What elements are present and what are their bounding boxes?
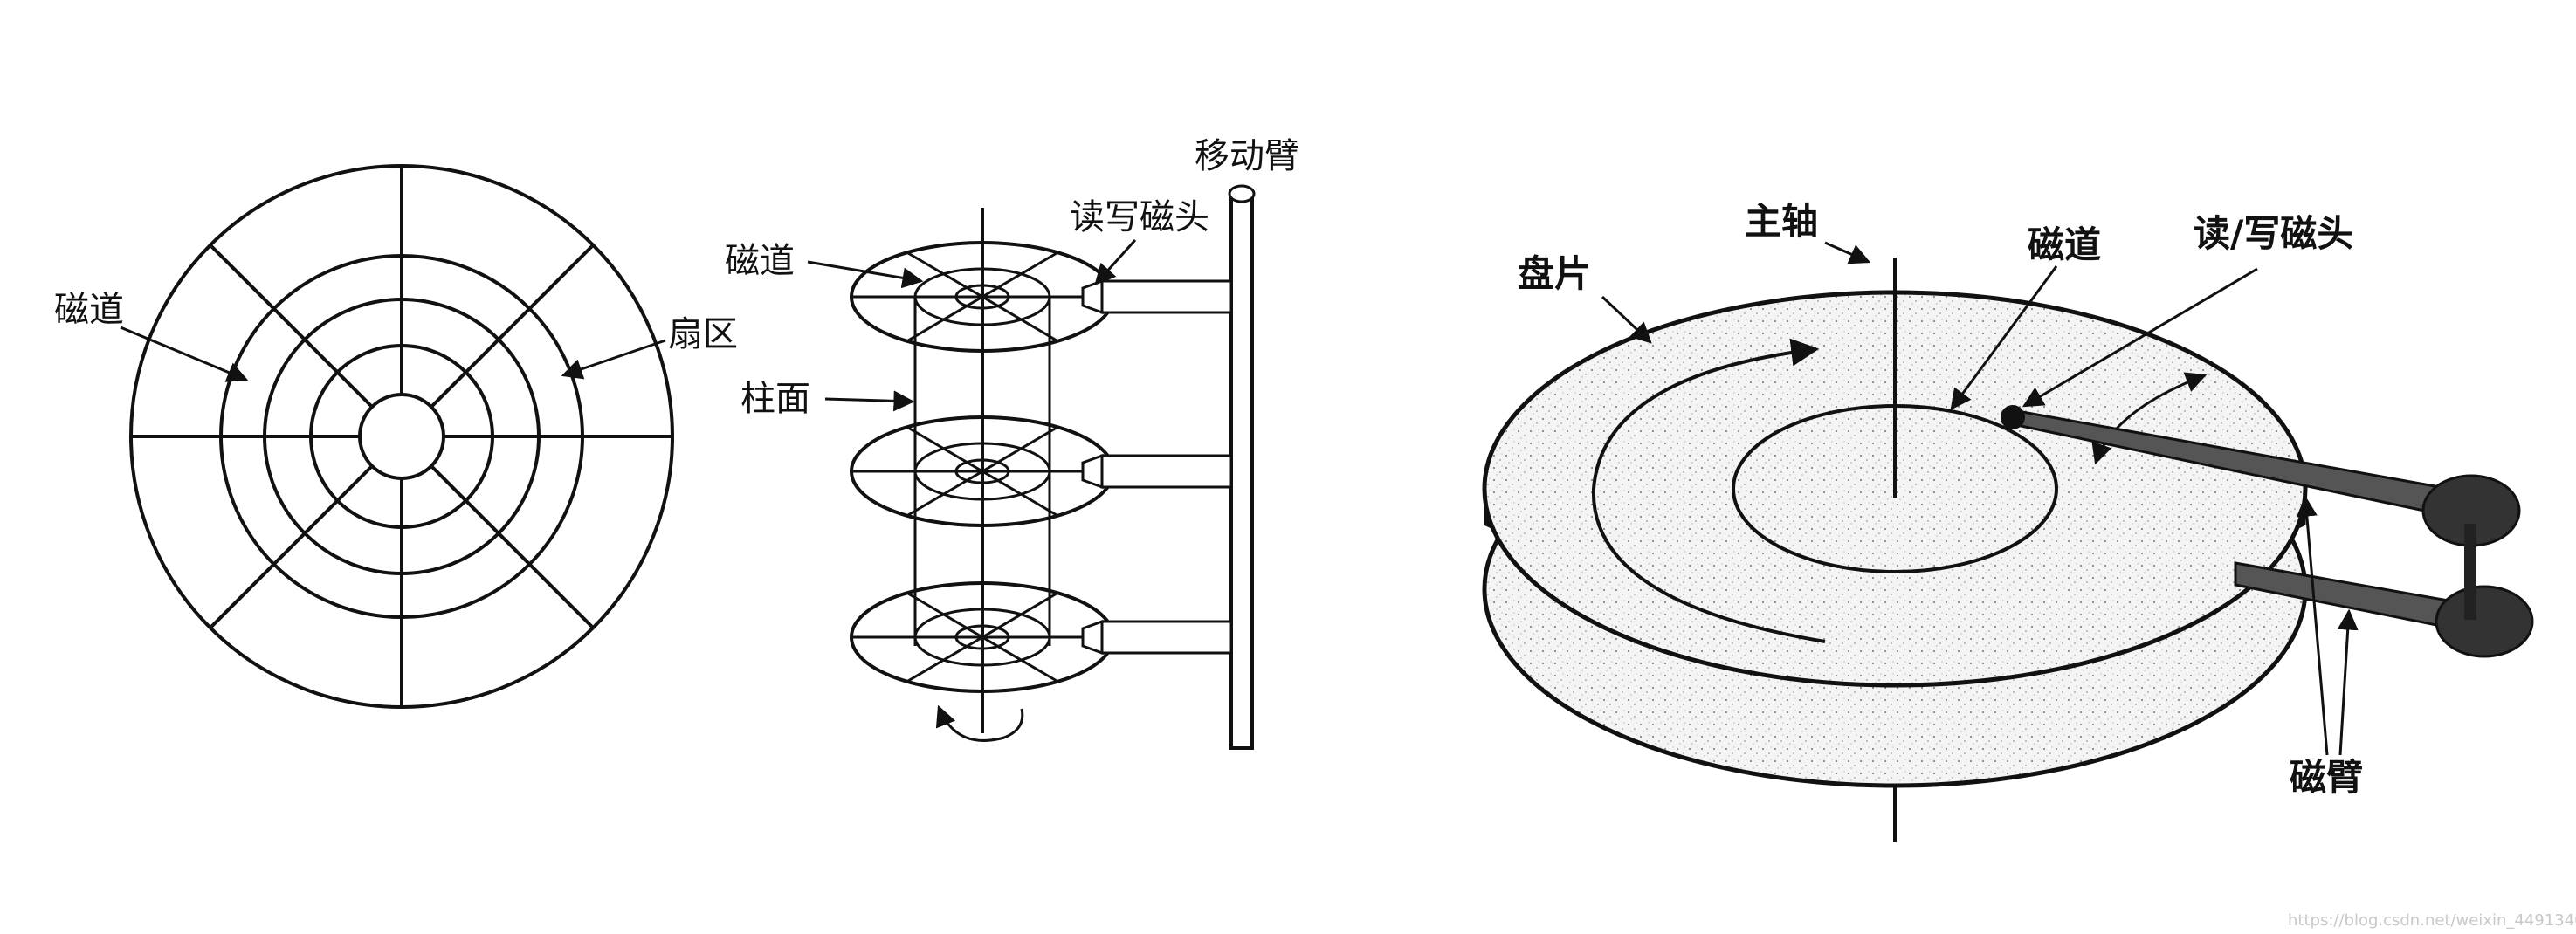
cylinder-pointer-arrow: [824, 390, 915, 412]
head-arms: [1081, 278, 1233, 656]
arm-pointer-arrow-upper: [2296, 495, 2329, 756]
platter-3: [850, 581, 1115, 693]
arm-pointer-arrow-lower: [2337, 608, 2359, 756]
label-moving-arm: 移动臂: [1195, 136, 1299, 176]
label-track-2: 磁道: [725, 241, 795, 281]
platter-2: [850, 415, 1115, 527]
track-pointer-arrow-3: [1950, 265, 2058, 410]
label-track-3: 磁道: [2028, 223, 2101, 266]
figure-perspective-disk: 盘片 主轴 磁道 读/写磁头 磁臂: [1482, 200, 2534, 842]
figure-cylinder-assembly: 磁道 柱面 读写磁头 移动臂: [725, 136, 1299, 750]
lower-head-arm: [2234, 524, 2534, 658]
rotation-arrow: [935, 704, 1024, 742]
track-pointer-arrow: [120, 326, 249, 382]
label-magnetic-arm: 磁臂: [2290, 756, 2363, 799]
track-ring: [1591, 338, 1826, 643]
figure-platter-top-view: 磁道 扇区: [54, 164, 738, 709]
moving-arm-post: [1228, 184, 1256, 750]
label-spindle: 主轴: [1745, 200, 1818, 243]
spindle-pointer-arrow: [1824, 241, 1871, 264]
label-track: 磁道: [54, 290, 124, 330]
label-platter: 盘片: [1518, 252, 1591, 295]
head-swing-arrow: [2091, 372, 2208, 465]
sector-pointer-arrow: [561, 339, 666, 380]
track-pointer-arrow-2: [807, 260, 924, 289]
label-sector: 扇区: [668, 314, 738, 354]
platter-pointer-arrow: [1601, 295, 1652, 344]
watermark: https://blog.csdn.net/weixin_44913403: [2288, 911, 2576, 930]
rw-head-pointer-arrow: [1094, 238, 1137, 285]
label-cylinder: 柱面: [740, 379, 810, 419]
rw-head-pointer-arrow-3: [2022, 267, 2258, 408]
label-rw-head-3: 读/写磁头: [2194, 212, 2353, 255]
label-rw-head: 读写磁头: [1070, 197, 1209, 237]
upper-head-arm: [2001, 405, 2521, 547]
